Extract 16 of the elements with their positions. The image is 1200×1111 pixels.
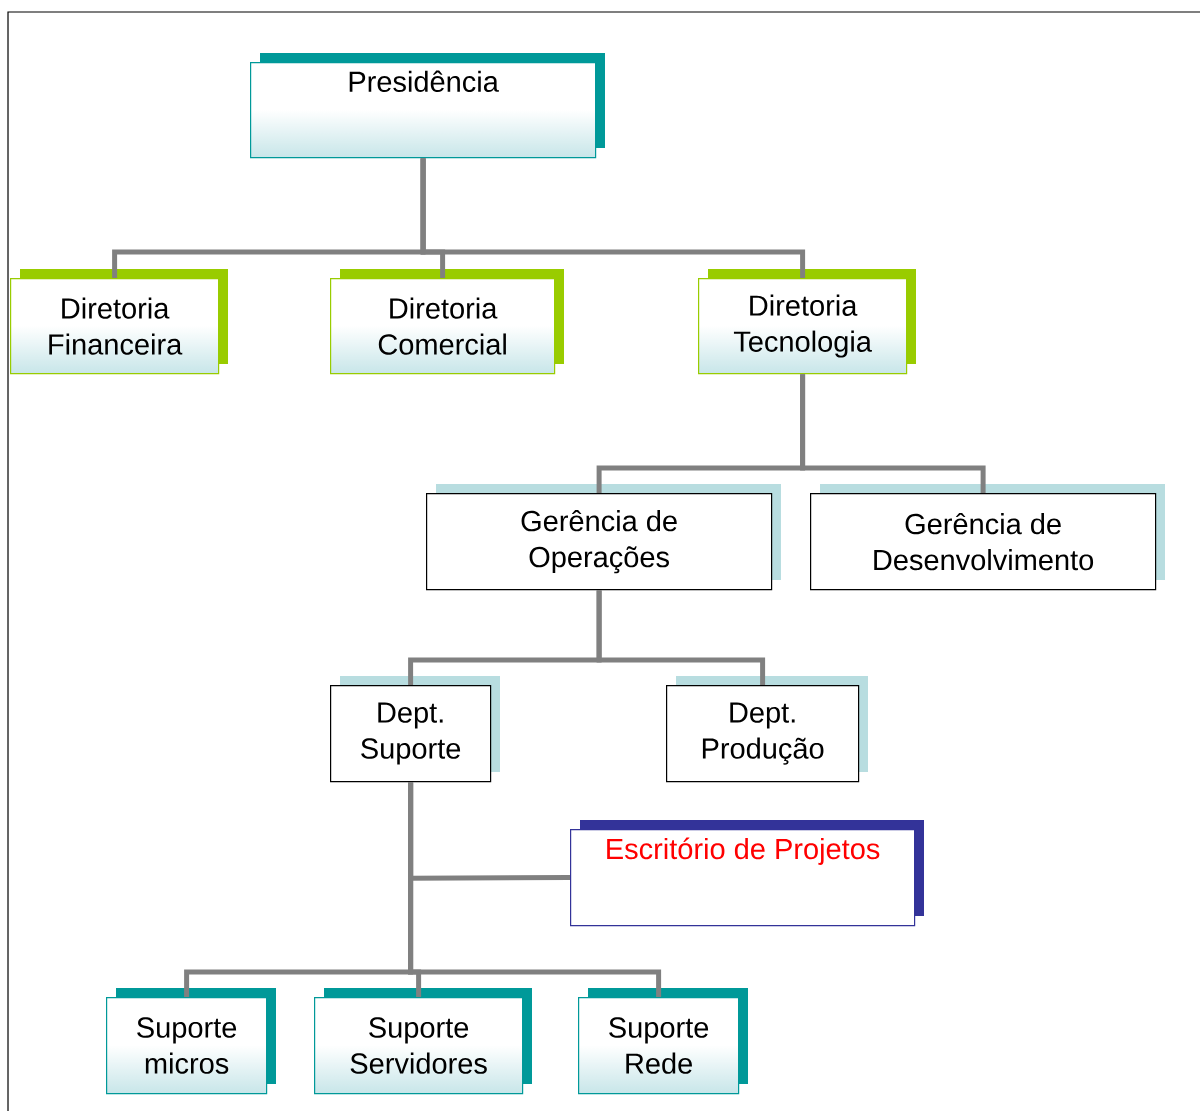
org-box: Diretoria Comercial [330,269,564,375]
org-box: Dept. Suporte [330,676,500,783]
org-box: Gerência de Desenvolvimento [810,484,1165,591]
org-box: Dept. Produção [666,676,868,783]
org-box: Suporte Servidores [314,988,532,1095]
org-box: Suporte micros [106,988,276,1095]
org-box: Gerência de Operações [426,484,781,591]
connector-line [408,782,662,997]
org-box: Escritório de Projetos [570,820,924,927]
org-box: Presidência [250,53,605,159]
connector-line [800,374,986,493]
connector-line [596,590,766,685]
connector-line [420,158,806,278]
org-box: Diretoria Tecnologia [698,269,916,375]
org-box: Diretoria Financeira [10,269,228,375]
org-box: Suporte Rede [578,988,748,1095]
